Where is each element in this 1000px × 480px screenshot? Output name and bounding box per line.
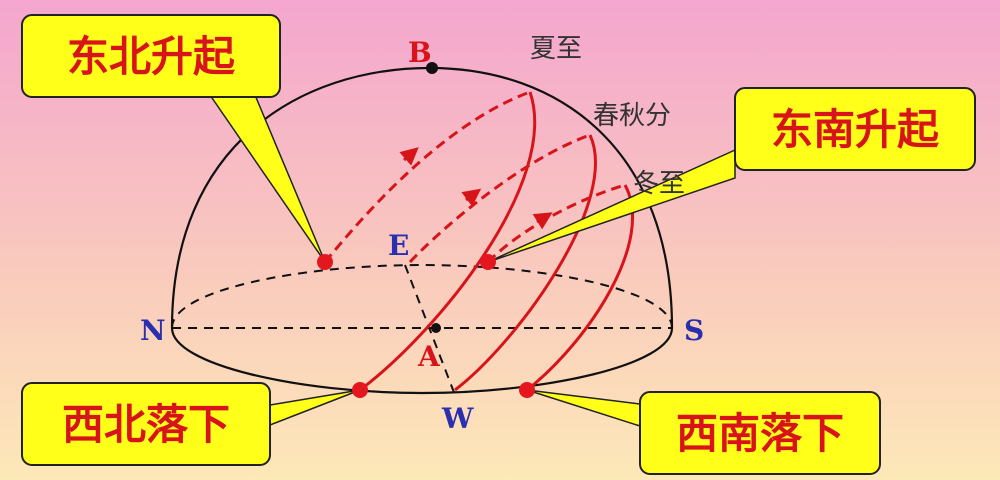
equinox-path-afternoon (454, 134, 597, 392)
point-label-A: A (417, 340, 441, 373)
horizon-front (170, 327, 674, 395)
callout-nw-set: 西北落下 (21, 382, 271, 466)
callout-sw-set: 西南落下 (639, 391, 881, 475)
callout-se-rise-label: 东南升起 (771, 105, 940, 154)
point-label-S: S (684, 314, 704, 347)
summer-path-afternoon (359, 91, 537, 392)
horizon-back (171, 263, 673, 329)
equinox-path-arrow (461, 188, 482, 207)
sunset-dot-winter (519, 382, 535, 398)
east-west-line (404, 264, 456, 396)
sunset-dot-summer (352, 382, 368, 398)
winter-path-arrow (532, 212, 553, 230)
callout-sw-set-label: 西南落下 (676, 409, 844, 458)
sunrise-dot-winter (480, 254, 496, 270)
center-dot-A (431, 323, 441, 333)
callout-se-rise: 东南升起 (734, 87, 976, 171)
point-label-B: B (408, 36, 432, 69)
zenith-dot-B (426, 62, 438, 74)
winter-path-morning (486, 183, 626, 264)
summer-path-arrow (399, 147, 419, 166)
sunrise-dot-summer (317, 254, 333, 270)
season-label-winter: 冬至 (633, 169, 685, 199)
season-label-summer: 夏至 (530, 34, 582, 64)
point-label-E: E (388, 229, 409, 262)
callout-ne-rise-label: 东北升起 (67, 32, 236, 81)
summer-path-morning (323, 90, 531, 263)
point-label-W: W (441, 402, 474, 435)
callout-ne-rise: 东北升起 (21, 14, 281, 98)
point-label-N: N (140, 314, 166, 347)
callout-nw-set-label: 西北落下 (62, 400, 230, 449)
season-label-equinox: 春秋分 (593, 101, 671, 131)
equinox-path-morning (408, 133, 591, 264)
